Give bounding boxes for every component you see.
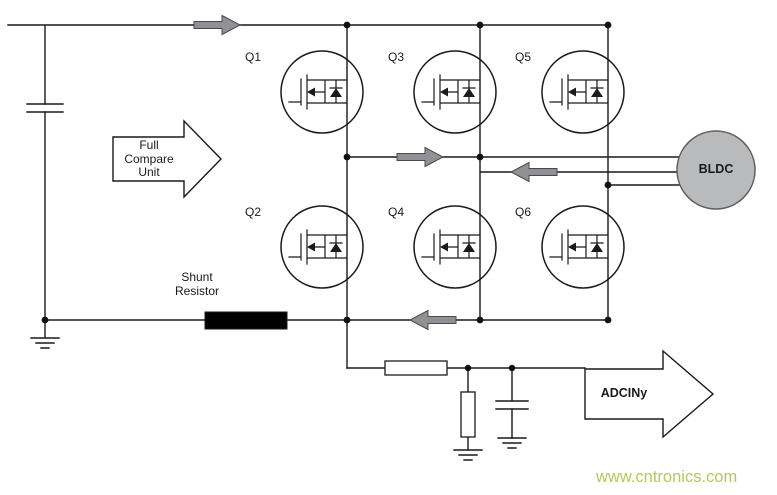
ground-symbol-left <box>30 319 60 349</box>
junction-dot <box>41 316 49 324</box>
label-bldc: BLDC <box>698 162 734 176</box>
current-arrow-phase-return <box>510 162 558 182</box>
current-arrow-dc-return <box>409 310 457 330</box>
junction-dot <box>476 153 484 161</box>
watermark-text: www.cntronics.com <box>595 468 737 486</box>
ground-symbol-filter-capacitor <box>497 437 527 449</box>
junction-dot <box>476 21 484 29</box>
filter-capacitor-plates <box>495 400 529 410</box>
label-full-compare-unit: Full Compare Unit <box>124 138 174 179</box>
label-q3: Q3 <box>388 50 405 64</box>
junction-dot <box>343 316 351 324</box>
label-q6: Q6 <box>515 205 532 219</box>
junction-dot <box>476 316 484 324</box>
bldc-motor-circle <box>676 130 756 210</box>
junction-dot <box>343 21 351 29</box>
label-shunt-resistor: Shunt Resistor <box>174 270 219 298</box>
junction-dots <box>41 21 612 372</box>
current-arrow-phase-out <box>396 147 444 167</box>
junction-dot <box>604 21 612 29</box>
label-q2: Q2 <box>245 205 262 219</box>
dc-bus-wiring <box>7 24 609 321</box>
ground-symbol-filter-resistor <box>453 449 483 461</box>
label-q4: Q4 <box>388 205 405 219</box>
shunt-resistor-body <box>204 311 288 330</box>
junction-dot <box>508 364 516 372</box>
current-arrow-dc-top <box>193 15 241 35</box>
phase-wiring <box>346 24 696 369</box>
dc-link-capacitor <box>26 103 64 113</box>
adcin-arrow <box>584 349 715 439</box>
label-q1: Q1 <box>245 50 262 64</box>
junction-dot <box>464 364 472 372</box>
label-q5: Q5 <box>515 50 532 64</box>
junction-dot <box>604 316 612 324</box>
sense-wiring <box>346 367 586 451</box>
label-adcin: ADCINy <box>600 386 648 400</box>
filter-series-resistor <box>384 360 448 376</box>
full-compare-unit-arrow <box>112 119 222 199</box>
filter-shunt-resistor <box>460 391 476 438</box>
junction-dot <box>604 181 612 189</box>
junction-dot <box>343 153 351 161</box>
